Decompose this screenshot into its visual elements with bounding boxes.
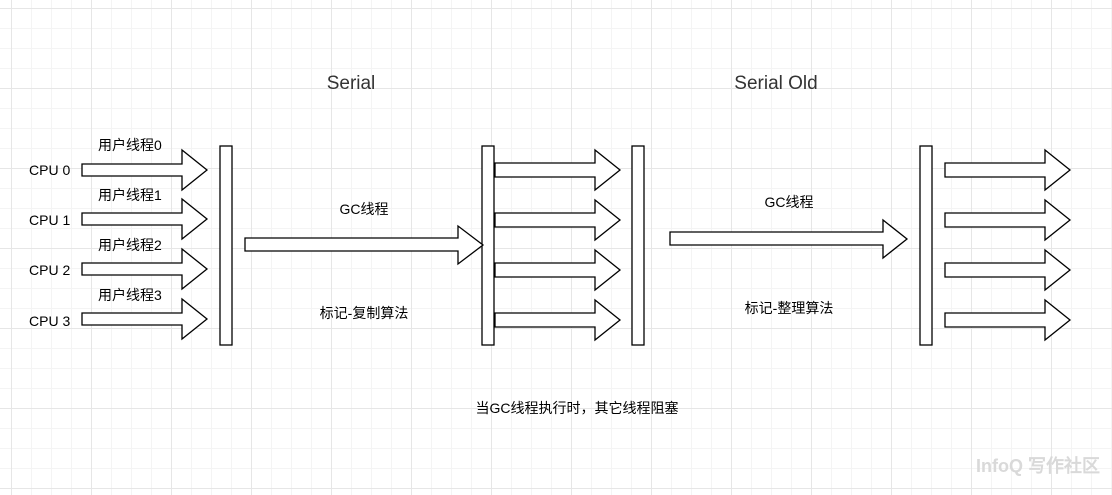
cpu-3-label: CPU 3	[29, 313, 70, 329]
user-thread-3-label: 用户线程3	[98, 287, 162, 303]
final-thread-arrow-2	[944, 248, 1072, 292]
user-thread-arrow-1	[81, 197, 209, 241]
user-thread-arrow-3	[81, 297, 209, 341]
cpu-1-label: CPU 1	[29, 212, 70, 228]
cpu-0-label: CPU 0	[29, 162, 70, 178]
serial-gc-thread-label: GC线程	[340, 201, 389, 217]
blocking-note: 当GC线程执行时，其它线程阻塞	[476, 400, 679, 416]
serial-algorithm-label: 标记-复制算法	[320, 305, 409, 321]
final-thread-arrow-3	[944, 298, 1072, 342]
serial-gc-thread-arrow	[244, 224, 485, 266]
safepoint-bar-4	[919, 145, 933, 346]
final-thread-arrow-1	[944, 198, 1072, 242]
serial-old-title: Serial Old	[734, 73, 817, 94]
user-thread-arrow-2	[81, 247, 209, 291]
serial-old-gc-thread-label: GC线程	[765, 194, 814, 210]
cpu-2-label: CPU 2	[29, 262, 70, 278]
serial-title: Serial	[327, 73, 376, 94]
safepoint-bar-1	[219, 145, 233, 346]
resumed-thread-arrow-0	[494, 148, 622, 192]
resumed-thread-arrow-1	[494, 198, 622, 242]
user-thread-arrow-0	[81, 148, 209, 192]
user-thread-0-label: 用户线程0	[98, 137, 162, 153]
safepoint-bar-3	[631, 145, 645, 346]
user-thread-1-label: 用户线程1	[98, 187, 162, 203]
user-thread-2-label: 用户线程2	[98, 237, 162, 253]
final-thread-arrow-0	[944, 148, 1072, 192]
watermark: InfoQ 写作社区	[976, 455, 1100, 476]
serial-old-algorithm-label: 标记-整理算法	[745, 300, 834, 316]
serial-old-gc-thread-arrow	[669, 218, 909, 260]
resumed-thread-arrow-2	[494, 248, 622, 292]
safepoint-bar-2	[481, 145, 495, 346]
resumed-thread-arrow-3	[494, 298, 622, 342]
